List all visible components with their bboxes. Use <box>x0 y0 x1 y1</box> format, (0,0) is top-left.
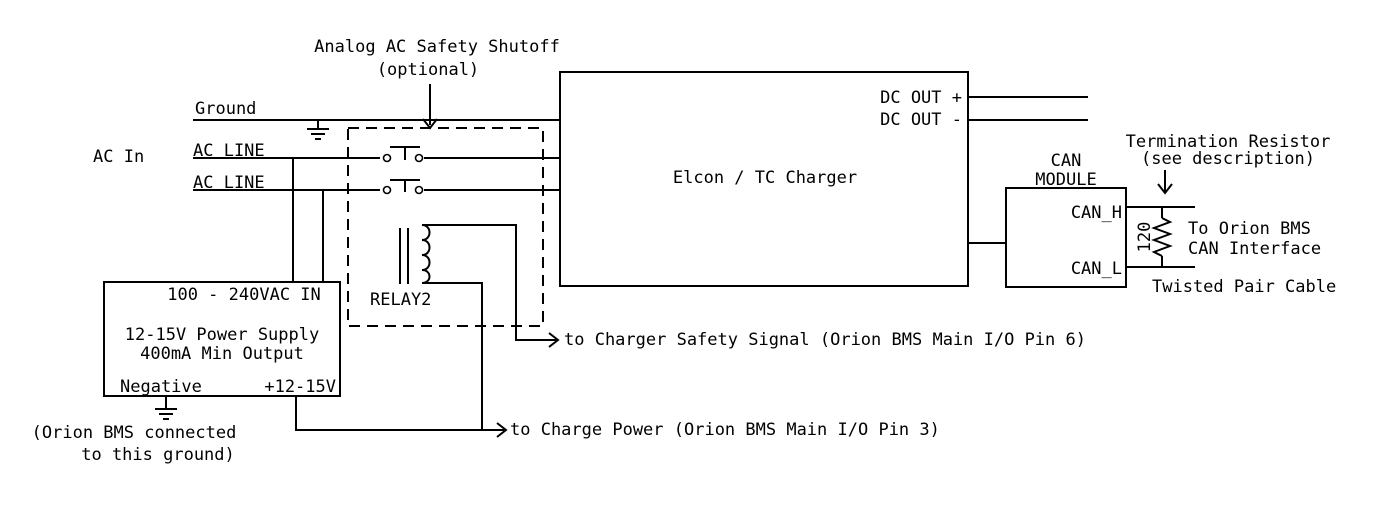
psu-title-label: 12-15V Power Supply <box>125 325 319 345</box>
safety-signal-label: to Charger Safety Signal (Orion BMS Main… <box>564 330 1086 350</box>
charge-power-label: to Charge Power (Orion BMS Main I/O Pin … <box>510 420 940 440</box>
safety-signal-wire <box>430 224 556 341</box>
can-h-label: CAN_H <box>1071 203 1122 223</box>
charger-label: Elcon / TC Charger <box>673 168 857 188</box>
can-l-label: CAN_L <box>1071 259 1122 279</box>
ac-in-label: AC In <box>93 147 144 167</box>
relay-coil <box>399 224 431 284</box>
ground-symbol-psu <box>155 408 177 420</box>
optional-label: (optional) <box>377 60 479 80</box>
termination-resistor <box>1151 217 1173 257</box>
resistor-value-label: 120 <box>1135 222 1155 253</box>
charge-power-arrowhead <box>496 422 508 438</box>
can-module-box <box>1005 187 1127 288</box>
ac-line-2-label: AC LINE <box>193 173 265 193</box>
safety-signal-arrowhead <box>548 332 560 348</box>
can-module-label-2: MODULE <box>1035 170 1096 190</box>
power-supply-box <box>103 281 341 397</box>
safety-shutoff-label: Analog AC Safety Shutoff <box>314 37 560 57</box>
termination-label-1: Termination Resistor <box>1126 132 1331 152</box>
psu-positive-label: +12-15V <box>264 377 336 397</box>
ac-line-1-label: AC LINE <box>193 141 265 161</box>
termination-label-2: (see description) <box>1141 149 1315 169</box>
can-module-label-1: CAN <box>1051 151 1082 171</box>
relay-coil-return-wire <box>430 282 483 430</box>
relay-switch-1 <box>382 146 424 163</box>
charge-power-wire <box>295 396 504 431</box>
ground-symbol-top <box>307 120 329 140</box>
orion-label-2: CAN Interface <box>1188 239 1321 259</box>
relay-enclosure <box>347 127 544 327</box>
relay-label: RELAY2 <box>370 290 431 310</box>
ground-note-label-2: to this ground) <box>81 445 235 465</box>
psu-input-label: 100 - 240VAC IN <box>167 285 321 305</box>
charger-box <box>559 71 969 287</box>
psu-negative-label: Negative <box>120 377 202 397</box>
dc-out-neg-label: DC OUT - <box>880 110 962 130</box>
relay-switch-2 <box>382 179 424 195</box>
wires <box>165 84 1195 431</box>
psu-output-label: 400mA Min Output <box>140 344 304 364</box>
ground-note-label-1: (Orion BMS connected <box>32 423 237 443</box>
ground-label: Ground <box>195 99 256 119</box>
orion-label-1: To Orion BMS <box>1188 219 1311 239</box>
termination-arrowhead <box>1157 183 1173 195</box>
dc-out-pos-label: DC OUT + <box>880 88 962 108</box>
twisted-pair-label: Twisted Pair Cable <box>1152 277 1336 297</box>
